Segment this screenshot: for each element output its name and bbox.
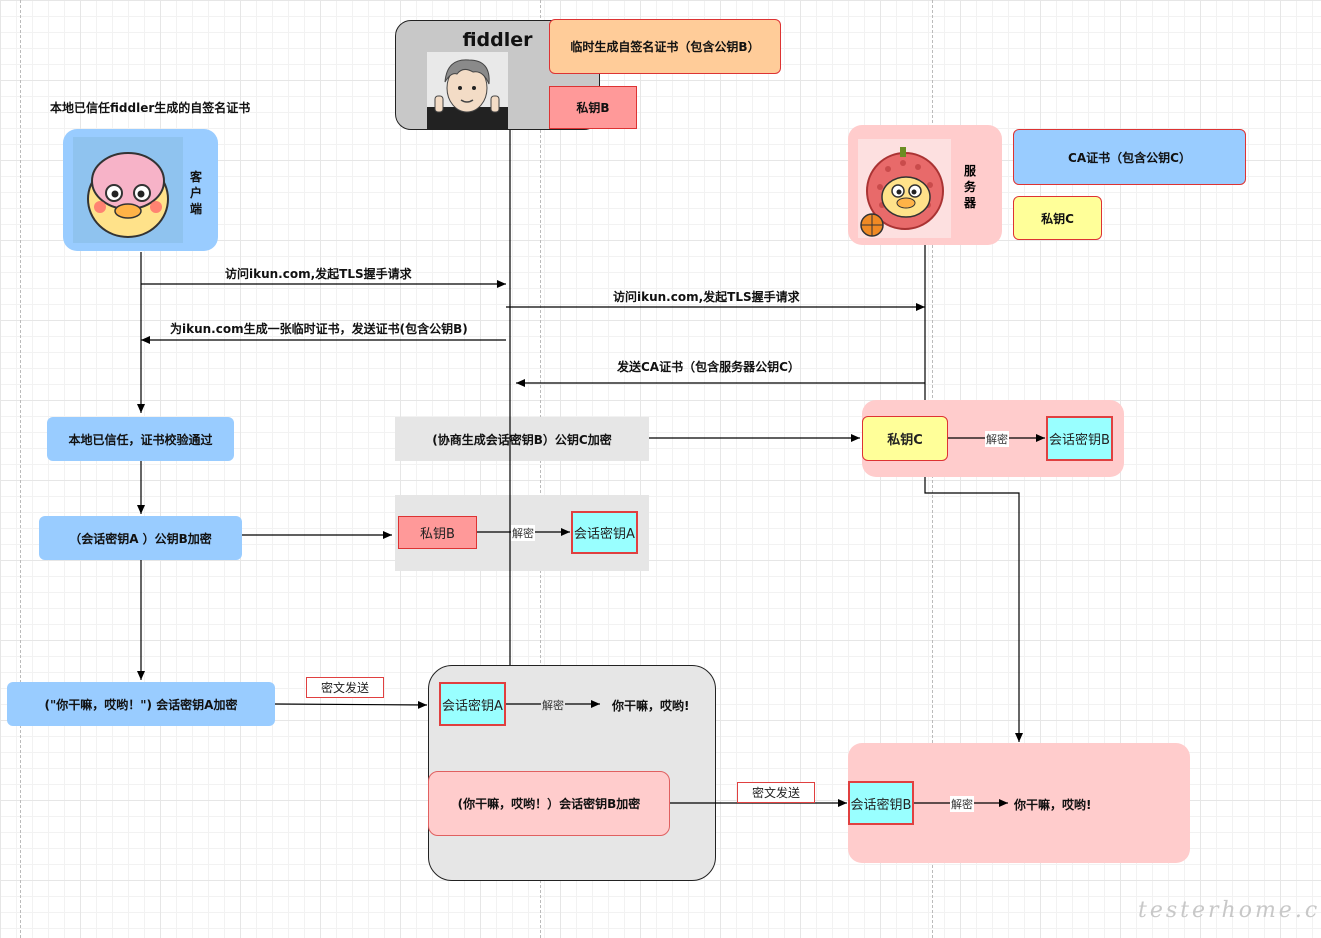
ciphertext-send-label-1: 密文发送 <box>306 677 384 698</box>
fiddler-private-key-box: 私钥B <box>549 86 637 129</box>
client-encrypt-message-box: ("你干嘛，哎哟！") 会话密钥A加密 <box>7 682 275 726</box>
server-cert-box: CA证书（包含公钥C） <box>1013 129 1246 185</box>
server-avatar <box>858 139 951 238</box>
client-label: 客户端 <box>190 170 203 216</box>
fiddler-cert-box: 临时生成自签名证书（包含公钥B） <box>549 19 781 74</box>
server-msg-decrypt-action: 解密 <box>950 796 974 812</box>
fiddler-title: fiddler <box>462 29 533 51</box>
server-decrypt-private-key: 私钥C <box>862 416 948 461</box>
fiddler-reencrypt-box: (你干嘛，哎哟！）会话密钥B加密 <box>428 771 670 836</box>
server-private-key-box: 私钥C <box>1013 196 1102 240</box>
cartoon-chick-avatar-icon <box>87 152 169 238</box>
anime-character-avatar-icon <box>427 59 508 130</box>
client-avatar <box>73 137 183 243</box>
fiddler-encrypt-panel <box>395 417 649 461</box>
server-msg-plaintext: 你干嘛，哎哟! <box>1014 798 1092 812</box>
guide-line-middle <box>540 0 541 938</box>
client-to-fiddler-handshake-label: 访问ikun.com,发起TLS握手请求 <box>225 267 412 281</box>
watermark: testerhome.com <box>1138 898 1321 923</box>
server-decrypt-action: 解密 <box>985 431 1009 447</box>
client-encrypt-key-box: （会话密钥A ）公钥B加密 <box>39 516 242 560</box>
server-node: 服务器 <box>848 125 1002 245</box>
guide-line-left <box>20 0 21 938</box>
server-msg-session-key: 会话密钥B <box>848 781 914 825</box>
local-trust-note: 本地已信任fiddler生成的自签名证书 <box>50 101 251 115</box>
fiddler-to-server-handshake-label: 访问ikun.com,发起TLS握手请求 <box>613 290 800 304</box>
server-label: 服务器 <box>964 164 977 210</box>
fiddler-avatar <box>427 52 508 130</box>
ciphertext-send-label-2: 密文发送 <box>737 782 815 803</box>
fiddler-decrypt-action: 解密 <box>511 525 535 541</box>
fiddler-msg-plaintext: 你干嘛，哎哟! <box>612 699 690 713</box>
server-decrypt-result: 会话密钥B <box>1046 416 1113 461</box>
fiddler-decrypt-result: 会话密钥A <box>571 511 638 554</box>
fiddler-to-client-cert-label: 为ikun.com生成一张临时证书，发送证书(包含公钥B) <box>170 322 468 336</box>
server-to-fiddler-cert-label: 发送CA证书（包含服务器公钥C） <box>617 360 800 374</box>
client-verify-box: 本地已信任，证书校验通过 <box>47 417 234 461</box>
cartoon-lychee-chick-avatar-icon <box>860 147 944 237</box>
fiddler-msg-decrypt-action: 解密 <box>541 697 565 713</box>
client-node: 客户端 <box>63 129 218 251</box>
fiddler-encrypt-key-label: (协商生成会话密钥B）公钥C加密 <box>432 432 612 447</box>
fiddler-decrypt-private-key: 私钥B <box>398 516 477 549</box>
fiddler-msg-session-key: 会话密钥A <box>439 682 506 726</box>
